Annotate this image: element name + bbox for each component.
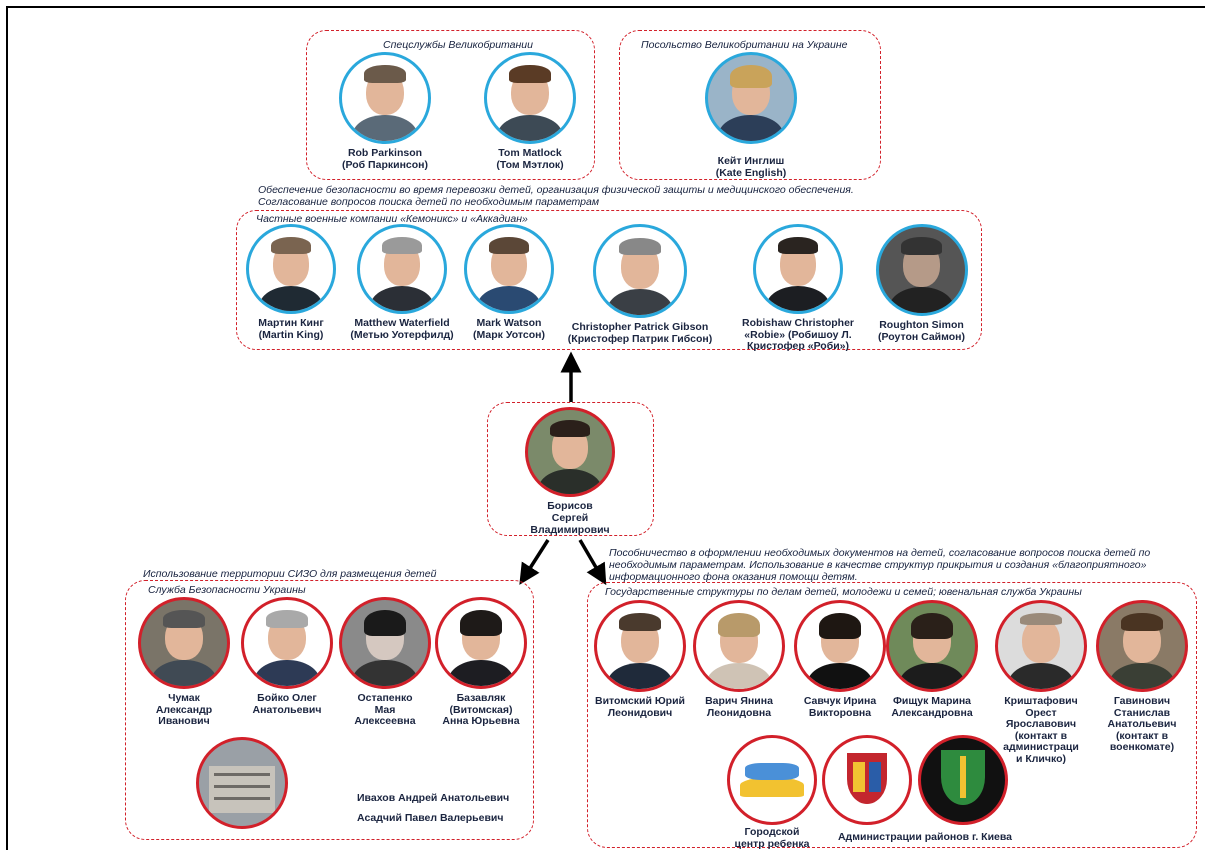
person-photo	[995, 600, 1087, 692]
person-martin-king: Мартин Кинг (Martin King)	[236, 224, 346, 341]
group-pmc	[236, 210, 982, 350]
person-bazavlyak: Базавляк (Витомская) Анна Юрьевна	[430, 597, 532, 728]
person-tom-matlock: Tom Matlock (Том Мэтлок)	[465, 52, 595, 171]
district-shield-emblem	[918, 735, 1008, 825]
person-photo	[1096, 600, 1188, 692]
city-child-center-logo	[727, 735, 817, 825]
group-uk-embassy-title: Посольство Великобритании на Украине	[641, 39, 848, 51]
person-photo	[794, 600, 886, 692]
person-name: Чумак Александр Иванович	[155, 692, 213, 727]
group-sbu	[125, 580, 534, 840]
person-name: Roughton Simon (Роутон Саймон)	[877, 319, 966, 343]
person-name: Rob Parkinson (Роб Паркинсон)	[342, 147, 428, 171]
person-roughton-simon: Roughton Simon (Роутон Саймон)	[864, 224, 979, 343]
person-name: Christopher Patrick Gibson (Кристофер Па…	[567, 321, 713, 345]
person-photo	[241, 597, 333, 689]
person-name: Гавинович Станислав Анатольевич (контакт…	[1107, 695, 1177, 753]
person-photo	[705, 52, 797, 144]
person-photo	[464, 224, 554, 314]
person-matthew-waterfield: Matthew Waterfield (Метью Уотерфилд)	[337, 224, 467, 341]
group-gov-title: Государственные структуры по делам детей…	[605, 586, 1082, 598]
person-krishtafovich: Криштафович Орест Ярославович (контакт в…	[990, 600, 1092, 765]
person-name: Фищук Марина Александровна	[891, 695, 973, 719]
person-robishaw-christopher: Robishaw Christopher «Robie» (Робишоу Л.…	[733, 224, 863, 353]
person-photo	[435, 597, 527, 689]
person-photo	[138, 597, 230, 689]
person-name: Mark Watson (Марк Уотсон)	[473, 317, 545, 341]
person-name: Robishaw Christopher «Robie» (Робишоу Л.…	[741, 317, 854, 352]
person-chumak: Чумак Александр Иванович	[134, 597, 234, 728]
person-rob-parkinson: Rob Parkinson (Роб Паркинсон)	[320, 52, 450, 171]
person-savchuk: Савчук Ирина Викторовна	[790, 600, 890, 719]
pmc-note: Обеспечение безопасности во время перево…	[258, 184, 854, 208]
person-name: Борисов Сергей Владимирович	[530, 500, 610, 536]
group-sbu-title: Служба Безопасности Украины	[148, 584, 306, 596]
sizo-building-photo	[196, 737, 288, 829]
person-name: Кейт Инглиш (Kate English)	[715, 155, 787, 179]
person-photo	[339, 597, 431, 689]
diagram-frame	[6, 6, 1205, 850]
person-kate-english: Кейт Инглиш (Kate English)	[686, 52, 816, 179]
group-pmc-title: Частные военные компании «Кемоникс» и «А…	[256, 213, 528, 225]
sbu-note: Использование территории СИЗО для размещ…	[143, 568, 437, 580]
person-photo	[875, 224, 968, 316]
logo-label-city-center: Городской центр ребенка	[734, 826, 810, 850]
person-name: Криштафович Орест Ярославович (контакт в…	[1003, 695, 1079, 765]
person-name: Базавляк (Витомская) Анна Юрьевна	[442, 692, 520, 727]
person-photo	[339, 52, 431, 144]
group-uk-intel	[306, 30, 595, 180]
person-photo	[753, 224, 843, 314]
person-name: Савчук Ирина Викторовна	[803, 695, 877, 719]
person-varich: Варич Янина Леонидовна	[689, 600, 789, 719]
person-borisov: Борисов Сергей Владимирович	[505, 407, 635, 536]
sbu-extra-name-ivakhov: Ивахов Андрей Анатольевич	[357, 792, 510, 804]
person-gavinovich: Гавинович Станислав Анатольевич (контакт…	[1092, 600, 1192, 754]
person-name: Бойко Олег Анатольевич	[252, 692, 322, 716]
group-center	[487, 402, 654, 536]
arrow-to-gov	[578, 539, 607, 586]
district-admin-emblem	[822, 735, 912, 825]
person-name: Витомский Юрий Леонидович	[594, 695, 686, 719]
person-photo	[525, 407, 615, 497]
person-ostapenko: Остапенко Мая Алексеевна	[335, 597, 435, 728]
person-fishchuk: Фищук Марина Александровна	[877, 600, 987, 719]
person-name: Matthew Waterfield (Метью Уотерфилд)	[350, 317, 454, 341]
person-photo	[246, 224, 336, 314]
person-photo	[357, 224, 447, 314]
group-uk-embassy	[619, 30, 881, 180]
group-gov	[587, 582, 1197, 848]
person-boyko: Бойко Олег Анатольевич	[237, 597, 337, 716]
person-mark-watson: Mark Watson (Марк Уотсон)	[454, 224, 564, 341]
person-photo	[886, 600, 978, 692]
arrow-to-sbu	[519, 539, 550, 585]
person-vitomsky: Витомский Юрий Леонидович	[585, 600, 695, 719]
person-name: Tom Matlock (Том Мэтлок)	[496, 147, 564, 171]
person-photo	[594, 600, 686, 692]
person-name: Мартин Кинг (Martin King)	[258, 317, 324, 341]
logo-label-district-admin: Администрации районов г. Киева	[837, 831, 1013, 843]
person-photo	[484, 52, 576, 144]
person-photo	[593, 224, 687, 318]
person-name: Варич Янина Леонидовна	[705, 695, 773, 719]
gov-note: Пособничество в оформлении необходимых д…	[609, 547, 1151, 583]
person-christopher-gibson: Christopher Patrick Gibson (Кристофер Па…	[560, 224, 720, 345]
person-name: Остапенко Мая Алексеевна	[354, 692, 416, 727]
person-photo	[693, 600, 785, 692]
sbu-extra-name-asadchiy: Асадчий Павел Валерьевич	[357, 812, 504, 824]
group-uk-intel-title: Спецслужбы Великобритании	[383, 39, 533, 51]
